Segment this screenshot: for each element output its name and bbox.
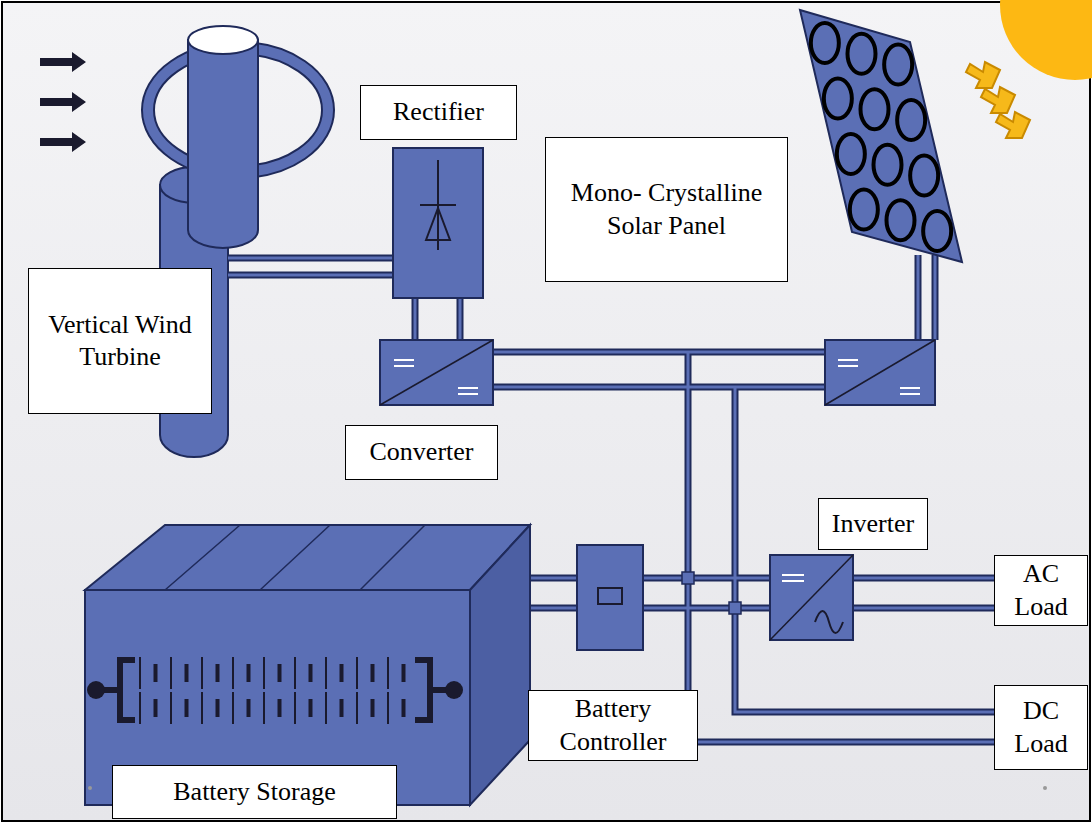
dc-dc-converter — [825, 340, 935, 405]
battery-cell — [232, 657, 234, 689]
battery-cell — [216, 664, 220, 682]
battery-cell — [247, 699, 251, 717]
label-text: Battery Storage — [167, 774, 341, 811]
label-text: Converter — [364, 434, 480, 471]
battery-cell — [154, 699, 158, 717]
battery-cell — [247, 664, 251, 682]
dc-dc-converter — [380, 340, 493, 405]
solar-cell — [848, 34, 876, 74]
label-text: DC Load — [995, 693, 1087, 762]
battery-cell — [309, 664, 313, 682]
label-box: Rectifier — [360, 85, 517, 140]
rectifier-symbol — [393, 148, 483, 298]
battery-cell — [356, 657, 358, 689]
battery-cell — [263, 692, 265, 724]
solar-cell — [887, 200, 915, 240]
battery-cell — [387, 692, 389, 724]
sun-rays — [966, 62, 1030, 138]
battery-cell — [201, 657, 203, 689]
label-text: Vertical Wind Turbine — [29, 307, 211, 376]
battery-cell — [154, 664, 158, 682]
solar-cell — [837, 134, 865, 174]
label-box: Converter — [345, 425, 498, 480]
battery-controller-symbol — [577, 545, 643, 650]
battery-cell — [294, 692, 296, 724]
label-box: Battery Controller — [528, 690, 698, 761]
battery-cell — [325, 692, 327, 724]
label-text: Battery Controller — [529, 691, 697, 760]
battery-cell — [278, 699, 282, 717]
inverter-symbol — [770, 555, 853, 640]
solar-cell — [811, 23, 839, 63]
battery-cell — [371, 664, 375, 682]
battery-cell — [387, 657, 389, 689]
battery-cell — [402, 699, 406, 717]
battery-cell — [402, 664, 406, 682]
solar-cell — [910, 155, 938, 195]
label-box: AC Load — [994, 555, 1088, 626]
battery-cell — [170, 657, 172, 689]
battery-cell — [216, 699, 220, 717]
junction-dots — [682, 572, 741, 614]
solar-cell — [824, 79, 852, 119]
battery-cell — [170, 692, 172, 724]
label-text: AC Load — [995, 556, 1087, 625]
battery-cell — [294, 657, 296, 689]
solar-cell — [923, 211, 951, 251]
label-box: Battery Storage — [112, 765, 397, 819]
battery-storage — [85, 525, 530, 805]
solar-cell — [850, 190, 878, 230]
label-box: DC Load — [994, 685, 1088, 770]
battery-cell — [232, 692, 234, 724]
battery-cell — [201, 692, 203, 724]
label-text: Rectifier — [387, 94, 490, 131]
battery-cell — [309, 699, 313, 717]
battery-cell — [278, 664, 282, 682]
solar-cell — [874, 145, 902, 185]
label-text: Mono- Crystalline Solar Panel — [546, 175, 787, 244]
solar-cell — [897, 100, 925, 140]
sun — [1000, 0, 1092, 80]
label-box: Vertical Wind Turbine — [28, 268, 212, 414]
battery-cell — [325, 657, 327, 689]
solar-cell — [861, 89, 889, 129]
battery-cell — [185, 699, 189, 717]
wind-arrows — [40, 52, 86, 152]
solar-cell — [884, 44, 912, 84]
battery-cell — [340, 664, 344, 682]
battery-cell — [139, 657, 141, 689]
solar-panel — [800, 10, 962, 262]
battery-cell — [263, 657, 265, 689]
battery-cell — [371, 699, 375, 717]
battery-cell — [356, 692, 358, 724]
label-box: Inverter — [818, 498, 928, 550]
label-text: Inverter — [826, 506, 920, 543]
battery-cell — [139, 692, 141, 724]
label-box: Mono- Crystalline Solar Panel — [545, 137, 788, 282]
battery-cell — [185, 664, 189, 682]
battery-cell — [340, 699, 344, 717]
